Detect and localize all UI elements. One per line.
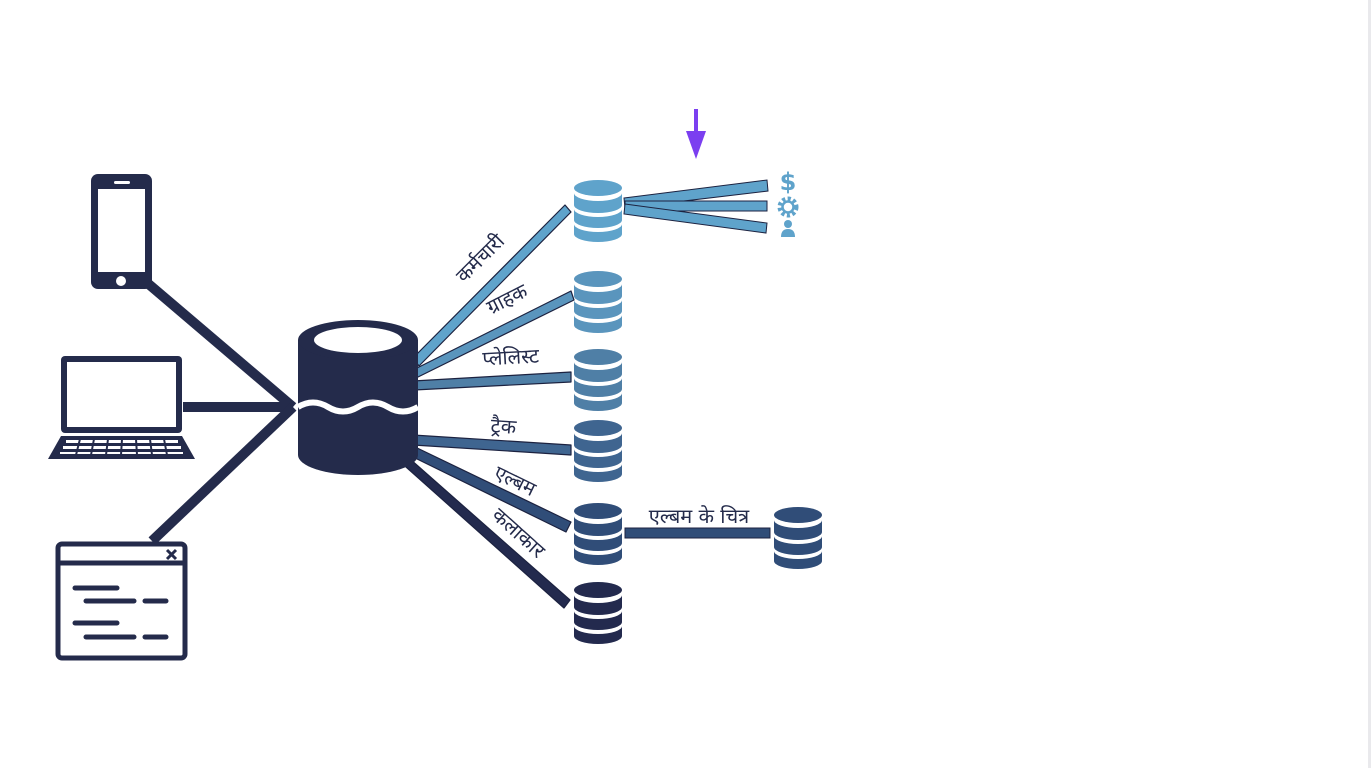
close-icon — [165, 548, 178, 561]
gear-icon — [777, 196, 799, 218]
database-icon-employees — [574, 180, 622, 242]
down-arrow-icon — [686, 109, 706, 159]
table-databases — [574, 180, 822, 644]
laptop-icon — [48, 356, 195, 459]
connector-playlists — [412, 371, 572, 391]
label-album-images: एल्बम के चित्र — [649, 504, 750, 528]
label-tracks: ट्रैक — [490, 413, 518, 439]
dollar-icon: $ — [780, 168, 797, 196]
smartphone-icon — [91, 174, 152, 289]
browser-window-icon — [55, 541, 188, 661]
employee-field-connectors — [623, 179, 769, 234]
client-connectors — [141, 277, 297, 545]
connector-tracks — [412, 434, 572, 456]
central-database-icon — [296, 320, 420, 475]
connector-artists — [405, 458, 571, 609]
database-icon-album-images — [774, 507, 822, 569]
database-icon-albums — [574, 503, 622, 565]
person-icon — [781, 220, 795, 237]
database-icon-artists — [574, 582, 622, 644]
database-icon-playlists — [574, 349, 622, 411]
database-icon-customers — [574, 271, 622, 333]
table-connectors — [405, 204, 575, 609]
database-icon-tracks — [574, 420, 622, 482]
label-playlists: प्लेलिस्ट — [482, 343, 541, 370]
right-edge-shadow — [1368, 0, 1371, 768]
connector-album-images — [624, 527, 771, 539]
